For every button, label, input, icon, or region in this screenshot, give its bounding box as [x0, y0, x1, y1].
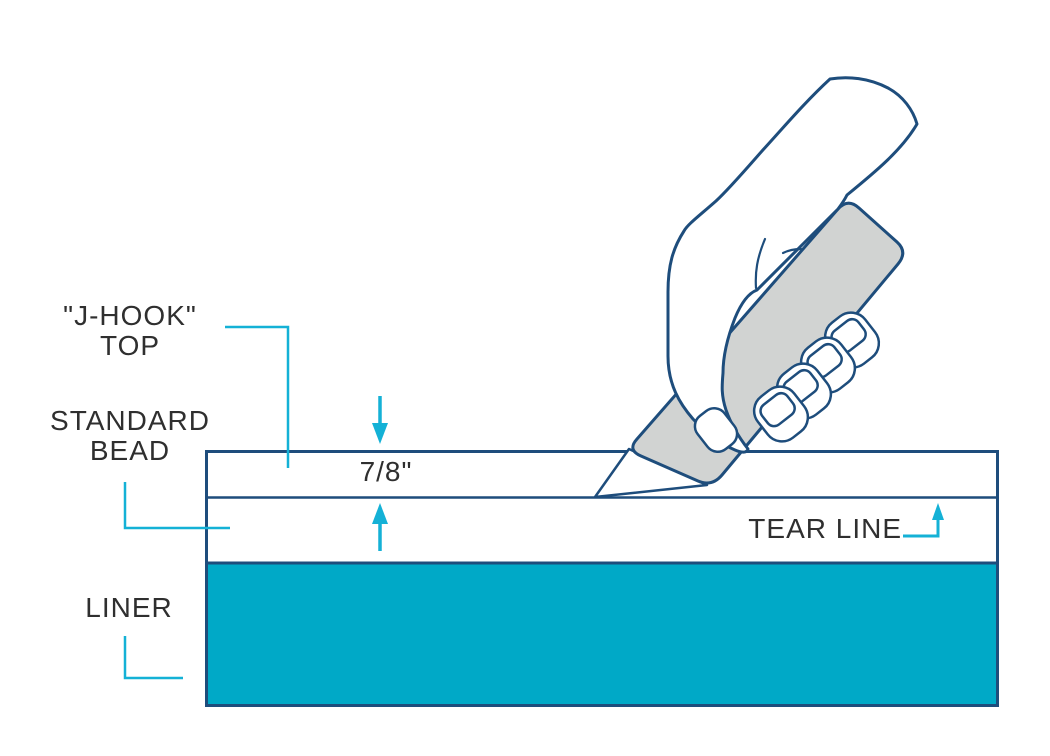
hand-knife-illustration [593, 76, 919, 499]
tearline-arrow-line [903, 519, 940, 538]
palm-crease [754, 237, 767, 290]
jhook-top-label: "J-HOOK" TOP [30, 301, 230, 361]
finger-4-nail [759, 391, 796, 428]
callouts [123, 325, 940, 680]
measurement-label: 7/8" [359, 456, 413, 487]
finger-4 [752, 385, 810, 443]
hand-palm [666, 76, 919, 454]
fingers [752, 311, 881, 443]
arrowheads [372, 423, 944, 524]
liner-callout-line [123, 636, 183, 680]
jhook-top-label-line2: TOP [99, 330, 161, 361]
tear-line-label: TEAR LINE [748, 513, 902, 544]
jhook-top-label-line1: "J-HOOK" [63, 300, 197, 331]
bead-callout-line [123, 482, 230, 530]
measure-arrow-down-head [372, 423, 388, 444]
measure-arrow-up-head [372, 503, 388, 524]
thumb-nail [693, 406, 739, 454]
tearline-arrow-head [932, 503, 944, 520]
liner-panel [205, 561, 999, 707]
standard-bead-label: STANDARD BEAD [30, 406, 230, 466]
standard-bead-label-line2: BEAD [89, 435, 171, 466]
jhook-callout-line [225, 325, 290, 468]
liner-label: LINER [85, 592, 173, 623]
knuckle-crease [781, 247, 803, 255]
standard-bead-label-line1: STANDARD [50, 405, 210, 436]
